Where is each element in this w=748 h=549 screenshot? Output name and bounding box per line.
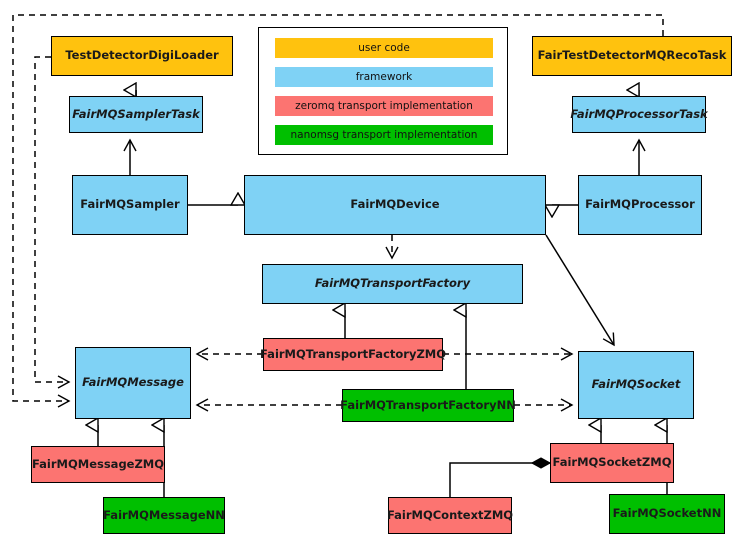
- edge-socketzmq-to-contextzmq: [449, 463, 550, 497]
- class-box-FairMQTransportFactoryZMQ[interactable]: FairMQTransportFactoryZMQ: [260, 338, 447, 371]
- class-box-label: FairMQProcessorTask: [570, 106, 708, 121]
- class-box-label: FairMQTransportFactoryZMQ: [260, 346, 447, 361]
- legend-label-framework: framework: [355, 71, 413, 83]
- class-box-label: FairMQTransportFactoryNN: [340, 397, 516, 412]
- edge-digiloader-to-message: [34, 56, 71, 389]
- class-box-label: FairTestDetectorMQRecoTask: [537, 48, 727, 63]
- class-box-label: FairMQContextZMQ: [386, 507, 514, 522]
- class-box-label: FairMQSocketNN: [612, 506, 722, 521]
- class-box-label: FairMQSamplerTask: [72, 106, 200, 121]
- class-box-TestDetectorDigiLoader[interactable]: TestDetectorDigiLoader: [51, 36, 233, 76]
- class-box-FairMQSocketNN[interactable]: FairMQSocketNN: [609, 494, 725, 534]
- class-box-label: FairMQProcessor: [585, 197, 695, 212]
- class-box-FairMQSocket[interactable]: FairMQSocket: [578, 351, 694, 419]
- class-box-FairTestDetectorMQRecoTask[interactable]: FairTestDetectorMQRecoTask: [532, 36, 732, 76]
- class-box-FairMQTransportFactory[interactable]: FairMQTransportFactory: [262, 264, 523, 304]
- class-box-FairMQProcessor[interactable]: FairMQProcessor: [578, 175, 702, 235]
- class-box-FairMQDevice[interactable]: FairMQDevice: [244, 175, 546, 235]
- class-box-label: FairMQDevice: [350, 197, 440, 212]
- class-box-FairMQMessageZMQ[interactable]: FairMQMessageZMQ: [31, 446, 165, 483]
- class-box-label: FairMQMessageZMQ: [31, 456, 165, 471]
- class-box-FairMQContextZMQ[interactable]: FairMQContextZMQ: [386, 497, 514, 534]
- class-box-FairMQProcessorTask[interactable]: FairMQProcessorTask: [570, 96, 708, 133]
- legend-label-nanomsg: nanomsg transport implementation: [290, 129, 478, 141]
- legend-item-nanomsg: nanomsg transport implementation: [275, 125, 493, 145]
- class-box-FairMQMessageNN[interactable]: FairMQMessageNN: [103, 497, 225, 534]
- class-box-FairMQSampler[interactable]: FairMQSampler: [72, 175, 188, 235]
- class-box-FairMQMessage[interactable]: FairMQMessage: [75, 347, 191, 419]
- legend-item-zeromq: zeromq transport implementation: [275, 96, 493, 116]
- legend-label-user-code: user code: [358, 42, 410, 54]
- class-box-FairMQSamplerTask[interactable]: FairMQSamplerTask: [69, 96, 203, 133]
- class-box-label: FairMQSocket: [591, 377, 681, 392]
- legend-panel: user code framework zeromq transport imp…: [258, 27, 508, 155]
- class-box-label: TestDetectorDigiLoader: [65, 48, 219, 63]
- legend-item-user-code: user code: [275, 38, 493, 58]
- legend-item-framework: framework: [275, 67, 493, 87]
- class-box-label: FairMQMessageNN: [103, 507, 225, 522]
- class-box-FairMQSocketZMQ[interactable]: FairMQSocketZMQ: [550, 443, 674, 483]
- class-box-label: FairMQSocketZMQ: [552, 455, 672, 470]
- class-box-label: FairMQSampler: [80, 197, 180, 212]
- class-box-label: FairMQTransportFactory: [314, 276, 471, 291]
- class-box-FairMQTransportFactoryNN[interactable]: FairMQTransportFactoryNN: [340, 389, 516, 422]
- legend-label-zeromq: zeromq transport implementation: [295, 100, 473, 112]
- class-box-label: FairMQMessage: [82, 375, 184, 390]
- edge-device-to-socket: [545, 234, 615, 347]
